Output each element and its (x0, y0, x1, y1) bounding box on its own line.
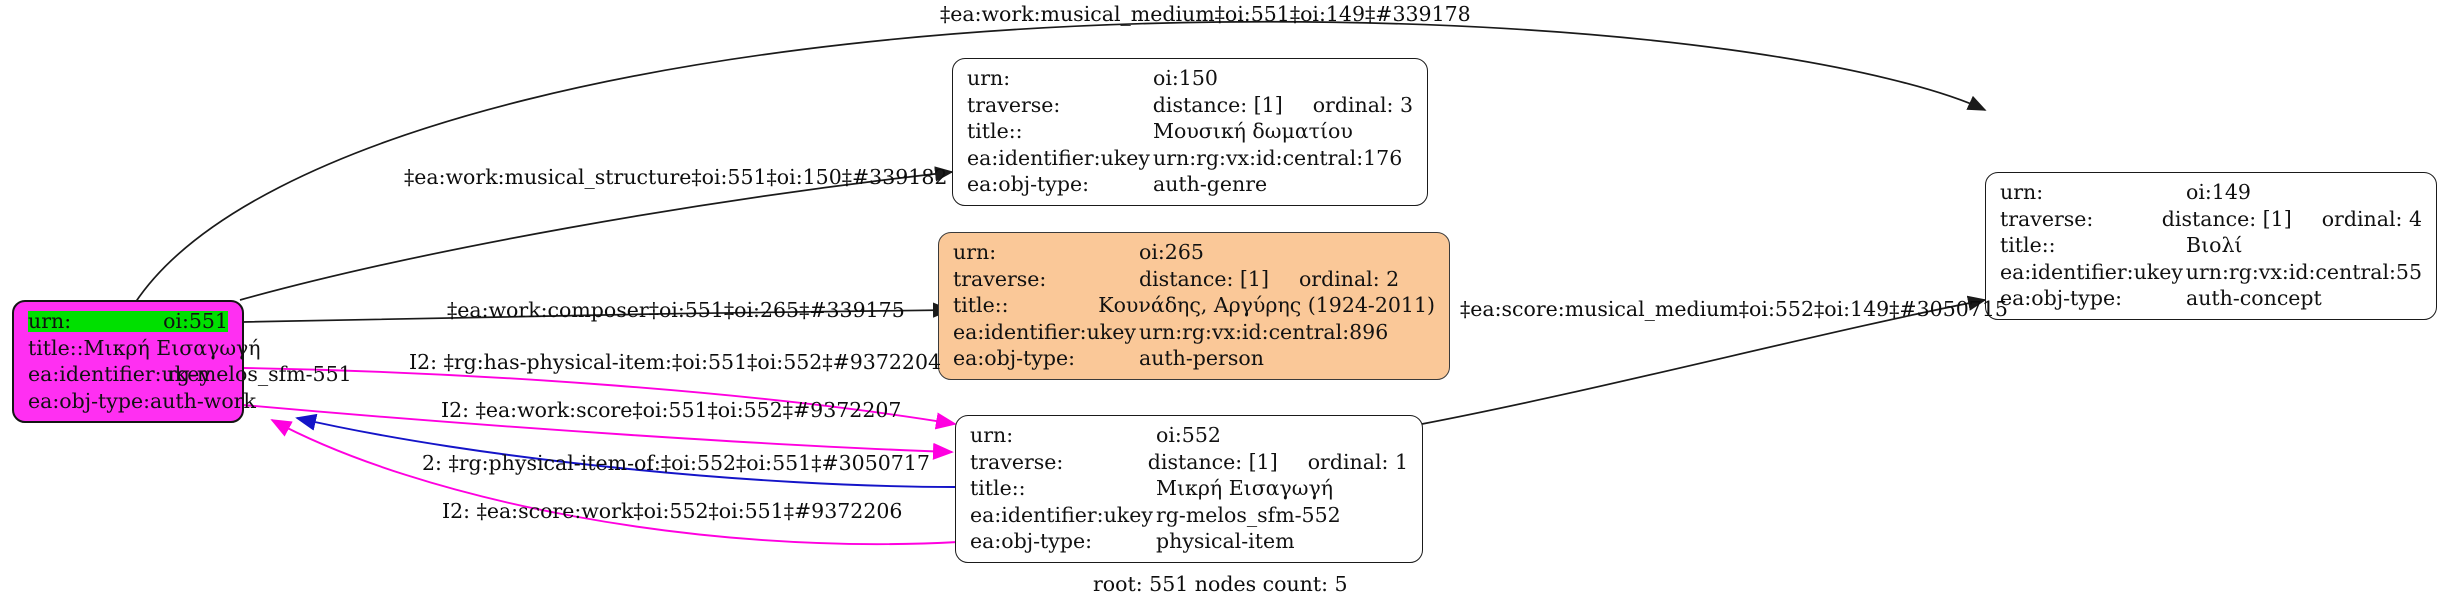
row-value: oi:552 (1156, 423, 1221, 447)
node-row: ea:identifier:ukey urn:rg:vx:id:central:… (967, 145, 1413, 170)
row-key: urn: (970, 423, 1014, 447)
node-row: title:: Κουνάδης, Αργύρης (1924-2011) (953, 295, 1435, 316)
row-value: auth-genre (1153, 172, 1268, 196)
row-value: Μικρή Εισαγωγή (83, 335, 261, 360)
node-row: ea:identifier:ukey urn:rg:vx:id:central:… (2000, 259, 2422, 284)
graph-footer-caption: root: 551 nodes count: 5 (1093, 572, 1348, 596)
row-key: traverse: (953, 266, 1047, 291)
edge-path-work-score-551-552 (242, 404, 954, 460)
row-key: ea:obj-type: (970, 529, 1092, 553)
edge-path-has-physical-item-551-552 (242, 367, 957, 430)
row-value: rg-melos_sfm-552 (1156, 502, 1341, 527)
node-row: urn: oi:551 (28, 311, 228, 332)
node-row: ea:obj-type: auth-genre (967, 174, 1413, 195)
row-key: urn: (2000, 180, 2044, 204)
edge-label-composer-551-265: ‡ea:work:composer‡oi:551‡oi:265‡#339175 (447, 298, 905, 322)
node-row: ea:identifier:ukey urn:rg:vx:id:central:… (953, 319, 1435, 344)
edge-label-score-musical-medium-552-149: ‡ea:score:musical_medium‡oi:552‡oi:149‡#… (1460, 297, 2008, 321)
node-row: ea:obj-type: auth-work (28, 388, 256, 413)
row-value: oi:551 (163, 309, 228, 333)
row-key: urn: (967, 66, 1011, 90)
node-row: traverse: distance: [1] ordinal: 4 (2000, 206, 2422, 231)
row-value-ordinal: ordinal: 1 (1307, 449, 1408, 474)
node-row: ea:obj-type: auth-concept (2000, 288, 2422, 309)
node-oi-149[interactable]: urn: oi:149 traverse: distance: [1] ordi… (1985, 172, 2437, 320)
node-row: urn: oi:149 (2000, 182, 2422, 203)
node-row: traverse: distance: [1] ordinal: 2 (953, 266, 1435, 291)
row-value: oi:149 (2186, 180, 2251, 204)
row-value: Κουνάδης, Αργύρης (1924-2011) (1098, 293, 1435, 317)
row-key: title:: (28, 335, 84, 360)
row-key: title:: (953, 293, 1009, 317)
row-value: physical-item (1156, 529, 1295, 553)
node-row: ea:obj-type: physical-item (970, 531, 1408, 552)
edge-path-musical-medium-551-149 (134, 20, 1987, 304)
row-value: urn:rg:vx:id:central:176 (1153, 145, 1403, 170)
row-value: Μουσική δωματίου (1153, 119, 1353, 143)
node-row: title:: Βιολί (2000, 235, 2422, 256)
node-row: ea:obj-type: auth-person (953, 348, 1435, 369)
row-key: ea:identifier:ukey (970, 502, 1153, 527)
row-value: Μικρή Εισαγωγή (1156, 476, 1334, 500)
row-key: title:: (967, 119, 1023, 143)
row-value: distance: [1] (1147, 449, 1278, 474)
row-key: traverse: (2000, 206, 2094, 231)
edge-label-musical-structure-551-150: ‡ea:work:musical_structure‡oi:551‡oi:150… (404, 165, 948, 189)
row-value: urn:rg:vx:id:central:55 (2185, 259, 2422, 284)
row-value: auth-concept (2186, 286, 2322, 310)
edge-path-score-musical-medium-552-149 (1421, 295, 1987, 425)
edge-path-composer-551-265 (242, 302, 952, 323)
row-value: rg-melos_sfm-551 (167, 362, 352, 386)
row-key: ea:obj-type: (953, 346, 1075, 370)
row-key: ea:identifier:ukey (28, 362, 211, 386)
row-key: ea:obj-type: (28, 388, 150, 413)
node-row: urn: oi:552 (970, 425, 1408, 446)
row-key: traverse: (967, 92, 1061, 117)
node-row: urn: oi:265 (953, 242, 1435, 263)
node-row: title:: Μικρή Εισαγωγή (28, 335, 261, 360)
edge-label-work-score-551-552: I2: ‡ea:work:score‡oi:551‡oi:552‡#937220… (441, 398, 902, 422)
row-key: ea:obj-type: (967, 172, 1089, 196)
edge-label-musical-medium-551-149: ‡ea:work:musical_medium‡oi:551‡oi:149‡#3… (940, 2, 1471, 26)
node-oi-150[interactable]: urn: oi:150 traverse: distance: [1] ordi… (952, 58, 1428, 206)
row-key: title:: (2000, 233, 2056, 257)
edge-label-physical-item-of-552-551: 2: ‡rg:physical-item-of:‡oi:552‡oi:551‡#… (422, 451, 930, 475)
row-value: urn:rg:vx:id:central:896 (1139, 319, 1389, 344)
row-value: distance: [1] (1139, 266, 1269, 291)
row-key: traverse: (970, 449, 1064, 474)
edge-path-score-work-552-551 (270, 419, 959, 546)
row-key: ea:identifier:ukey (967, 145, 1150, 170)
row-value: oi:150 (1153, 66, 1218, 90)
edge-path-physical-item-of-552-551 (295, 413, 956, 488)
node-row: title:: Μικρή Εισαγωγή (970, 478, 1408, 499)
row-key: ea:identifier:ukey (2000, 259, 2183, 284)
node-oi-551[interactable]: urn: oi:551 title:: Μικρή Εισαγωγή ea:id… (12, 300, 352, 423)
row-value-ordinal: ordinal: 3 (1312, 92, 1413, 117)
row-key: ea:obj-type: (2000, 286, 2122, 310)
row-value: oi:265 (1139, 240, 1204, 264)
node-row: traverse: distance: [1] ordinal: 1 (970, 449, 1408, 474)
edge-path-musical-structure-551-150 (239, 166, 954, 301)
row-key: urn: (953, 240, 997, 264)
edge-label-score-work-552-551: I2: ‡ea:score:work‡oi:552‡oi:551‡#937220… (442, 499, 903, 523)
row-value: auth-work (150, 388, 256, 413)
row-value-ordinal: ordinal: 2 (1298, 266, 1400, 291)
node-row: ea:identifier:ukey rg-melos_sfm-552 (970, 502, 1408, 527)
row-value: distance: [1] (2161, 206, 2292, 231)
edge-label-has-physical-item-551-552: I2: ‡rg:has-physical-item:‡oi:551‡oi:552… (409, 350, 942, 374)
node-row: title:: Μουσική δωματίου (967, 121, 1413, 142)
row-value: Βιολί (2186, 233, 2243, 257)
row-value: auth-person (1139, 346, 1264, 370)
node-row: traverse: distance: [1] ordinal: 3 (967, 92, 1413, 117)
row-key: urn: (28, 311, 164, 332)
node-row: ea:identifier:ukey rg-melos_sfm-551 (28, 362, 352, 386)
row-key: title:: (970, 476, 1026, 500)
row-value-ordinal: ordinal: 4 (2321, 206, 2422, 231)
row-key: ea:identifier:ukey (953, 319, 1136, 344)
node-oi-265[interactable]: urn: oi:265 traverse: distance: [1] ordi… (938, 232, 1450, 380)
row-value: distance: [1] (1152, 92, 1283, 117)
node-row: urn: oi:150 (967, 68, 1413, 89)
node-oi-552[interactable]: urn: oi:552 traverse: distance: [1] ordi… (955, 415, 1423, 563)
